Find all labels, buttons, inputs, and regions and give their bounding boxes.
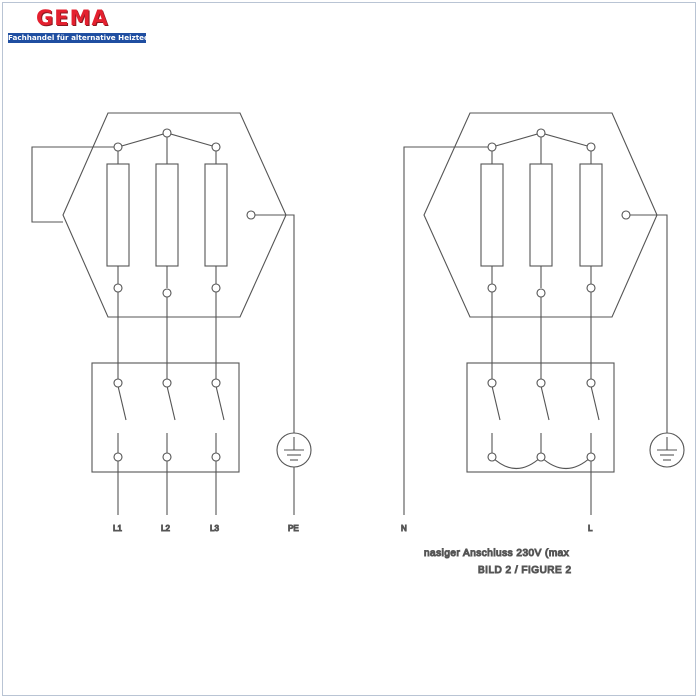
earth-ground-icon — [276, 432, 312, 468]
right-neutral-wire — [403, 146, 492, 515]
brand-name: GEMA — [36, 6, 109, 30]
right-switches — [491, 385, 600, 453]
left-wires-down — [117, 292, 217, 380]
left-heater-housing — [62, 112, 287, 318]
right-label-l: L — [588, 524, 593, 533]
right-pe-wire — [657, 214, 668, 433]
left-label-l1: L1 — [113, 524, 122, 533]
right-switch-box — [466, 362, 615, 473]
right-terminals — [487, 128, 631, 462]
left-diagram: L1 L2 L3 PE — [31, 112, 312, 534]
left-switches — [117, 385, 225, 453]
right-diagram: N L nasiger Anschluss 230V (max BILD 2 /… — [400, 112, 685, 577]
left-label-pe: PE — [288, 524, 299, 533]
left-label-l3: L3 — [210, 524, 219, 533]
right-element-1 — [480, 163, 504, 267]
left-terminals — [113, 128, 256, 462]
left-outer-wire — [31, 146, 118, 223]
left-wires-out — [117, 461, 295, 515]
right-label-n: N — [401, 524, 407, 533]
left-pe-wire — [286, 214, 295, 433]
right-caption: nasiger Anschluss 230V (max — [424, 548, 569, 559]
left-switch-box — [91, 362, 240, 473]
left-element-2 — [155, 163, 179, 267]
left-element-1 — [106, 163, 130, 267]
left-label-l2: L2 — [161, 524, 170, 533]
right-heating-elements — [480, 147, 603, 288]
right-wires-down — [491, 292, 592, 380]
right-subcaption: BILD 2 / FIGURE 2 — [478, 565, 572, 576]
right-element-2 — [529, 163, 553, 267]
left-element-3 — [204, 163, 228, 267]
right-heater-housing — [423, 112, 658, 318]
left-heating-elements — [106, 147, 228, 288]
gema-logo: GEMA Fachhandel für alternative Heiztech… — [8, 6, 148, 43]
right-element-3 — [579, 163, 603, 267]
brand-tagline: Fachhandel für alternative Heiztechnik — [8, 33, 146, 43]
earth-ground-icon — [649, 432, 685, 468]
